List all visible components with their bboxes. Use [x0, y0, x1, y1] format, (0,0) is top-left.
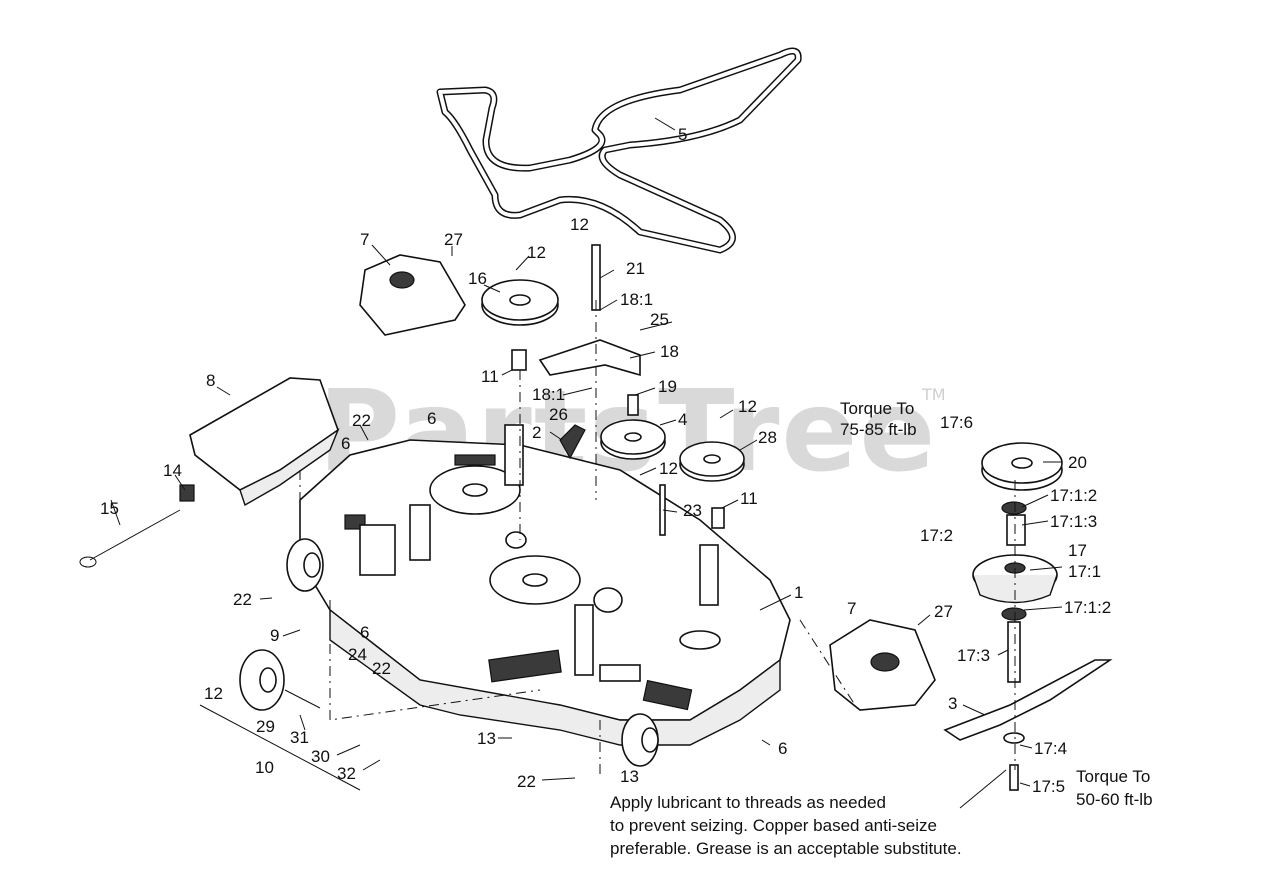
callout-13-b: 13: [620, 767, 639, 786]
callout-6-d: 6: [778, 739, 787, 758]
callout-28: 28: [758, 428, 777, 447]
callout-2: 2: [532, 423, 541, 442]
callout-17-1-3: 17:1:3: [1050, 512, 1097, 531]
callout-12-d: 12: [659, 459, 678, 478]
callout-11-a: 11: [481, 367, 499, 386]
callout-17-3: 17:3: [957, 646, 990, 665]
callout-5: 5: [678, 125, 687, 144]
callout-22-left: 22: [233, 590, 252, 609]
callout-13-a: 13: [477, 729, 496, 748]
belt-covers: [359, 254, 936, 711]
callout-17-6: 17:6: [940, 413, 973, 432]
callout-17-2: 17:2: [920, 526, 953, 545]
torque-note-upper-line2: 75-85 ft-lb: [840, 420, 917, 439]
callout-17-1: 17:1: [1068, 562, 1101, 581]
callout-22-top: 22: [352, 411, 371, 430]
callout-30: 30: [311, 747, 330, 766]
callout-31: 31: [290, 728, 309, 747]
callout-23: 23: [683, 501, 702, 520]
callout-12-b: 12: [527, 243, 546, 262]
torque-notes: Torque To 75-85 ft-lb Torque To 50-60 ft…: [840, 399, 1153, 809]
callout-22-bottom: 22: [517, 772, 536, 791]
callout-1: 1: [794, 583, 803, 602]
torque-note-lower-line2: 50-60 ft-lb: [1076, 790, 1153, 809]
callout-25: 25: [650, 310, 669, 329]
callout-27-right: 27: [934, 602, 953, 621]
callout-6-b: 6: [341, 434, 350, 453]
callout-9: 9: [270, 626, 279, 645]
callout-27-top: 27: [444, 230, 463, 249]
callout-29: 29: [256, 717, 275, 736]
callout-labels: 5 7 27 12 12 16 21 18:1 25 18 11 18:1 19…: [100, 125, 1111, 796]
rod-and-spring: [79, 484, 195, 568]
callout-18-1-b: 18:1: [532, 385, 565, 404]
callout-18-1-a: 18:1: [620, 290, 653, 309]
callout-4: 4: [678, 410, 687, 429]
torque-note-lower-line1: Torque To: [1076, 767, 1150, 786]
roller-assembly: [199, 649, 361, 791]
callout-19: 19: [658, 377, 677, 396]
callout-10: 10: [255, 758, 274, 777]
idler-bracket: [511, 244, 725, 536]
drive-belt: [436, 47, 802, 254]
callout-15: 15: [100, 499, 119, 518]
watermark-tm: TM: [921, 385, 946, 404]
callout-18: 18: [660, 342, 679, 361]
callout-14: 14: [163, 461, 182, 480]
callout-26: 26: [549, 405, 568, 424]
callout-7-top: 7: [360, 230, 369, 249]
callout-11-b: 11: [740, 489, 758, 508]
mower-deck: [299, 424, 791, 746]
callout-17-1-2-b: 17:1:2: [1064, 598, 1111, 617]
callout-8: 8: [206, 371, 215, 390]
torque-note-upper-line1: Torque To: [840, 399, 914, 418]
leader-lines: [110, 117, 1063, 809]
callout-22-mid: 22: [372, 659, 391, 678]
lubricant-note-line1: Apply lubricant to threads as needed: [610, 793, 886, 812]
callout-12-a: 12: [570, 215, 589, 234]
callout-24: 24: [348, 645, 367, 664]
callout-17-1-2-a: 17:1:2: [1050, 486, 1097, 505]
front-guard: [189, 377, 340, 507]
callout-20: 20: [1068, 453, 1087, 472]
lubricant-note-line3: preferable. Grease is an acceptable subs…: [610, 839, 962, 858]
callout-17-5: 17:5: [1032, 777, 1065, 796]
callout-7-right: 7: [847, 599, 856, 618]
callout-3: 3: [948, 694, 957, 713]
caster-wheels: [286, 538, 659, 767]
lubricant-note-line2: to prevent seizing. Copper based anti-se…: [610, 816, 937, 835]
callout-6-a: 6: [427, 409, 436, 428]
callout-17: 17: [1068, 541, 1087, 560]
callout-12-e: 12: [204, 684, 223, 703]
callout-16: 16: [468, 269, 487, 288]
guide-lines: [299, 300, 1016, 775]
callout-6-c: 6: [360, 623, 369, 642]
callout-12-c: 12: [738, 397, 757, 416]
callout-17-4: 17:4: [1034, 739, 1067, 758]
callout-21: 21: [626, 259, 645, 278]
callout-32: 32: [337, 764, 356, 783]
pulleys: [481, 279, 1063, 491]
lubricant-note: Apply lubricant to threads as needed to …: [610, 793, 962, 858]
